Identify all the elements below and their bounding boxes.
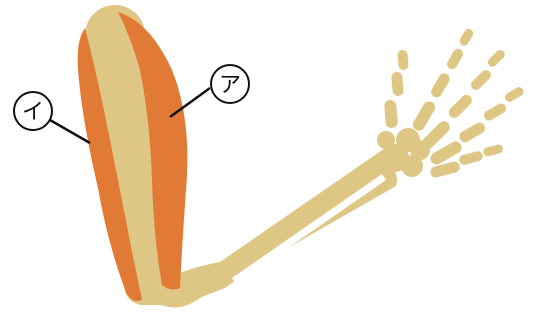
label-a: ア <box>169 64 250 119</box>
forearm-bones <box>150 147 402 308</box>
muscle-a <box>118 12 188 290</box>
label-i-text: イ <box>22 100 44 125</box>
leader-line-a <box>169 86 211 119</box>
label-a-circle <box>210 64 250 104</box>
label-i-circle <box>13 91 53 131</box>
leader-line-i <box>49 118 91 145</box>
label-i: イ <box>13 91 91 145</box>
label-a-text: ア <box>219 73 241 98</box>
hand-bones <box>377 28 524 178</box>
muscle-i <box>77 28 142 301</box>
